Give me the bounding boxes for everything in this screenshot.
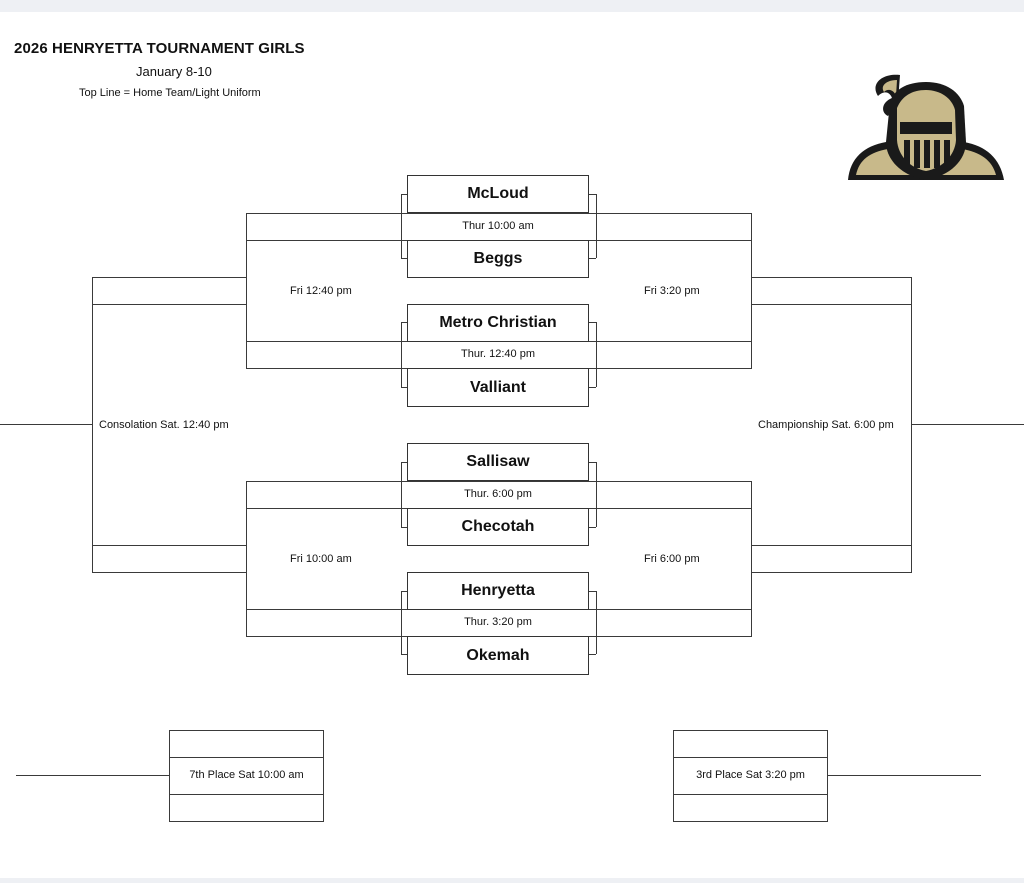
placement-line <box>827 730 828 822</box>
third-place-label: 3rd Place Sat 3:20 pm <box>696 769 805 781</box>
team-box-mcloud: McLoud <box>407 175 589 213</box>
team-box-checotah: Checotah <box>407 508 589 546</box>
tournament-dates: January 8-10 <box>136 64 212 79</box>
placement-line <box>169 794 324 795</box>
placement-line <box>169 757 324 758</box>
top-band <box>0 0 1024 12</box>
winner-line <box>0 424 92 425</box>
game-line <box>246 481 752 482</box>
final-line <box>92 545 247 546</box>
placement-line <box>323 730 324 822</box>
connector-line <box>589 654 596 655</box>
bracket-vertical <box>751 213 752 368</box>
placement-line <box>169 730 170 822</box>
uniform-note: Top Line = Home Team/Light Uniform <box>79 87 261 99</box>
winner-line <box>828 775 981 776</box>
consolation-label: Consolation Sat. 12:40 pm <box>99 419 229 431</box>
connector-line <box>596 591 597 654</box>
final-line <box>751 545 912 546</box>
connector-line <box>401 322 407 323</box>
placement-line <box>673 821 828 822</box>
game-time-label: Thur. 6:00 pm <box>464 488 532 500</box>
connector-line <box>401 322 402 387</box>
bracket-vertical <box>92 277 93 573</box>
connector-line <box>401 591 402 654</box>
final-line <box>92 304 247 305</box>
game-time-label: Fri 6:00 pm <box>644 553 700 565</box>
game-time-label: Fri 10:00 am <box>290 553 352 565</box>
final-line <box>751 304 912 305</box>
connector-line <box>596 322 597 387</box>
connector-line <box>401 194 402 258</box>
game-time-label: Thur 10:00 am <box>462 220 534 232</box>
page-title: 2026 HENRYETTA TOURNAMENT GIRLS <box>14 40 305 57</box>
placement-line <box>673 794 828 795</box>
knight-helmet-icon <box>848 74 1004 180</box>
bracket-vertical <box>246 481 247 636</box>
game-line <box>246 213 752 214</box>
bottom-band <box>0 878 1024 883</box>
bracket-vertical <box>911 277 912 573</box>
game-time-label: Thur. 3:20 pm <box>464 616 532 628</box>
connector-line <box>589 462 596 463</box>
team-box-valliant: Valliant <box>407 368 589 407</box>
connector-line <box>589 322 596 323</box>
connector-line <box>589 527 596 528</box>
winner-line <box>16 775 169 776</box>
connector-line <box>401 387 407 388</box>
seventh-place-label: 7th Place Sat 10:00 am <box>189 769 304 781</box>
game-time-label: Fri 12:40 pm <box>290 285 352 297</box>
final-line <box>92 572 247 573</box>
final-line <box>751 572 912 573</box>
connector-line <box>401 527 407 528</box>
final-line <box>751 277 912 278</box>
team-box-okemah: Okemah <box>407 636 589 675</box>
placement-line <box>169 730 324 731</box>
final-line <box>92 277 247 278</box>
winner-line <box>911 424 1024 425</box>
connector-line <box>589 387 596 388</box>
connector-line <box>401 194 407 195</box>
connector-line <box>589 258 596 259</box>
bracket-vertical <box>246 213 247 368</box>
game-time-label: Thur. 12:40 pm <box>461 348 535 360</box>
championship-label: Championship Sat. 6:00 pm <box>758 419 894 431</box>
placement-line <box>673 757 828 758</box>
connector-line <box>401 258 407 259</box>
placement-line <box>169 821 324 822</box>
connector-line <box>596 462 597 527</box>
connector-line <box>401 654 407 655</box>
bracket-vertical <box>751 481 752 636</box>
connector-line <box>401 591 407 592</box>
placement-line <box>673 730 828 731</box>
team-box-henryetta: Henryetta <box>407 572 589 610</box>
connector-line <box>589 591 596 592</box>
game-time-label: Fri 3:20 pm <box>644 285 700 297</box>
connector-line <box>401 462 402 527</box>
connector-line <box>401 462 407 463</box>
team-box-metro-christian: Metro Christian <box>407 304 589 342</box>
connector-line <box>589 194 596 195</box>
connector-line <box>596 194 597 258</box>
team-box-beggs: Beggs <box>407 240 589 278</box>
placement-line <box>673 730 674 822</box>
team-box-sallisaw: Sallisaw <box>407 443 589 481</box>
